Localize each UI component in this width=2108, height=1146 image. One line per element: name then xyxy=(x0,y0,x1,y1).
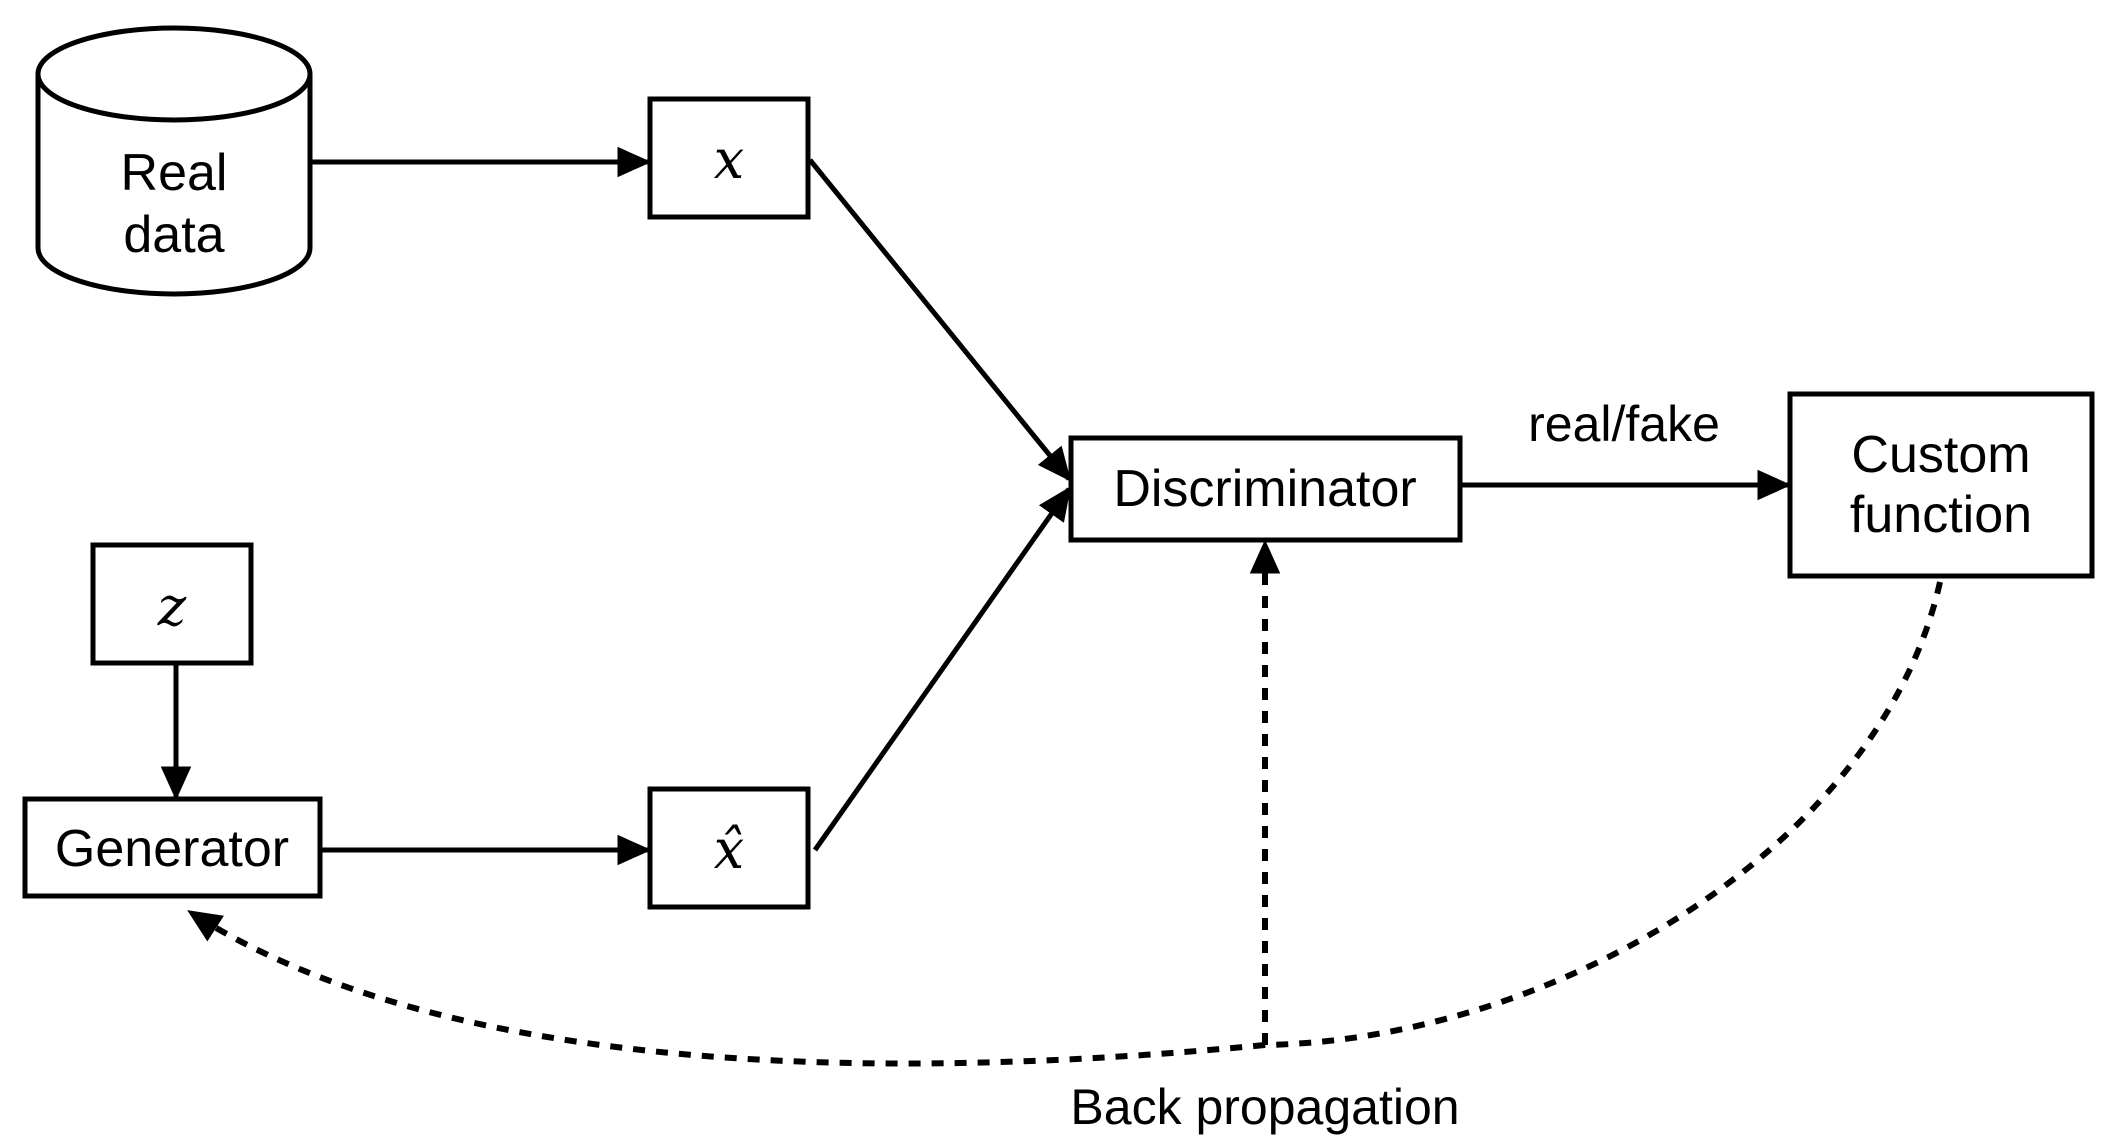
custom-function-label-line1: Custom xyxy=(1851,426,2030,484)
discriminator-label: Discriminator xyxy=(1113,460,1416,518)
back-propagation-label: Back propagation xyxy=(1070,1079,1459,1135)
generator-box xyxy=(22,796,323,899)
custom-function-box xyxy=(1787,391,2095,579)
real-data-label-line1: Real xyxy=(121,144,228,202)
custom-function-node: Custom function xyxy=(1787,391,2095,579)
cylinder-top xyxy=(35,25,313,123)
z-box xyxy=(90,542,254,666)
x-label: x xyxy=(714,128,744,191)
x-hat-node: x̂ xyxy=(647,786,811,910)
x-hat-box xyxy=(647,786,811,910)
x-node: x xyxy=(647,96,811,220)
real-data-node: Real data xyxy=(35,25,313,297)
z-node: z xyxy=(90,542,254,666)
x-hat-label: x̂ xyxy=(714,818,744,881)
generator-node: Generator xyxy=(22,796,323,899)
x-box xyxy=(647,96,811,220)
generator-label: Generator xyxy=(55,820,289,878)
arrow-x-to-discriminator xyxy=(808,158,1072,482)
discriminator-node: Discriminator xyxy=(1068,435,1463,543)
backprop-curve-center-to-generator xyxy=(187,909,1266,1067)
custom-function-label-line2: function xyxy=(1850,486,2032,544)
cylinder-body xyxy=(35,74,313,297)
arrow-x-hat-to-discriminator xyxy=(812,486,1072,852)
backprop-curve-custom-to-center xyxy=(1264,581,1943,1048)
z-label: z xyxy=(157,575,187,638)
real-fake-label: real/fake xyxy=(1528,396,1720,452)
real-data-label-line2: data xyxy=(123,206,224,264)
